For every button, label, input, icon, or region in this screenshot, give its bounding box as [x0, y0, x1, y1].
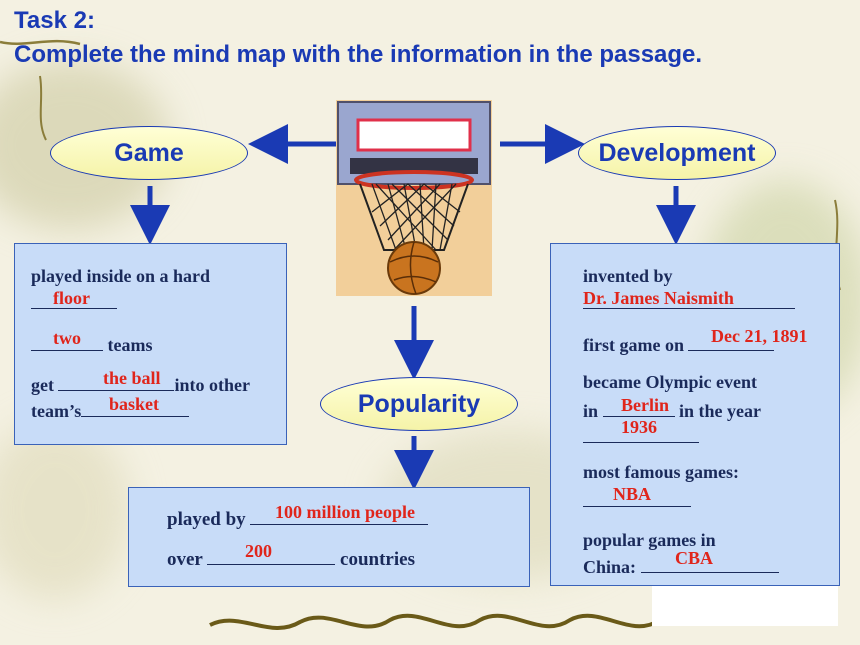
answer-famous: NBA [613, 484, 652, 504]
answer-ball: the ball [103, 368, 161, 388]
game-line-hard: played inside on a hard [31, 266, 211, 286]
dev-line-china: China: [583, 554, 779, 578]
blank-basket [81, 398, 190, 417]
dev-line-olympic: became Olympic event [583, 372, 757, 392]
game-line-basket: team’s [31, 398, 190, 422]
answer-year: 1936 [621, 417, 657, 437]
white-patch [652, 586, 838, 626]
blank-china [640, 554, 779, 573]
answer-countries: 200 [245, 541, 272, 561]
dev-line-inventor [583, 290, 795, 314]
popularity-box: played by 100 million people over countr… [128, 487, 530, 587]
game-line-floor [31, 290, 117, 314]
blank-ball [58, 372, 175, 391]
hoop-drawing [336, 100, 492, 296]
development-box: invented by Dr. James Naismith first gam… [550, 243, 840, 586]
answer-city: Berlin [621, 395, 669, 415]
game-line-teams: teams [31, 332, 152, 356]
blank-countries [207, 546, 336, 565]
answer-china: CBA [675, 548, 714, 568]
answer-inventor: Dr. James Naismith [583, 288, 734, 308]
dev-line-popular: popular games in [583, 530, 716, 550]
dev-line-invented: invented by [583, 266, 673, 286]
answer-two: two [53, 328, 81, 348]
blank-two [31, 332, 103, 351]
blank-year [583, 424, 699, 443]
answer-floor: floor [53, 288, 90, 308]
node-development: Development [578, 126, 776, 180]
dev-line-year [583, 424, 699, 448]
dev-line-famous: most famous games: [583, 462, 739, 482]
blank-floor [31, 290, 117, 309]
answer-date: Dec 21, 1891 [711, 326, 808, 346]
blank-date [688, 332, 775, 351]
answer-basket: basket [109, 394, 160, 414]
pop-line-countries: over countries [167, 546, 415, 571]
dev-line-nba [583, 488, 691, 512]
blank-people [250, 506, 429, 525]
task-heading: Task 2: Complete the mind map with the i… [14, 4, 702, 72]
node-game: Game [50, 126, 248, 180]
basketball-hoop-image [336, 100, 492, 296]
game-line-ball: get into other [31, 372, 250, 396]
node-popularity: Popularity [320, 377, 518, 431]
blank-inventor [583, 290, 795, 309]
pop-line-people: played by [167, 506, 429, 531]
dev-line-first-game: first game on [583, 332, 775, 356]
task-instruction: Complete the mind map with the informati… [14, 41, 703, 68]
dev-line-city: in in the year [583, 398, 761, 422]
task-label: Task 2: [14, 7, 95, 34]
game-box: played inside on a hard floor teams two … [14, 243, 287, 445]
answer-people: 100 million people [275, 502, 416, 522]
blank-famous [583, 488, 691, 507]
blank-city [602, 398, 675, 417]
